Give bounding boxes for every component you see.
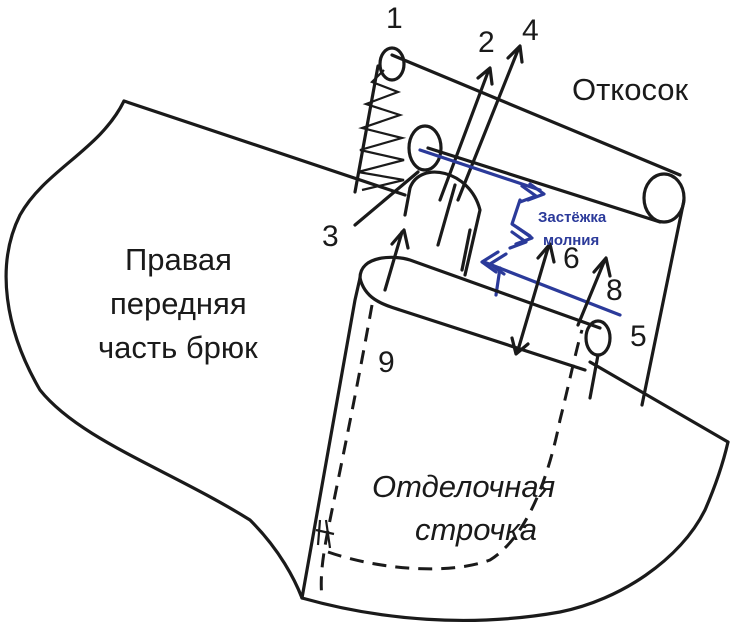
seam-ring-1 [378,46,406,82]
zipper-tape-lower [482,260,622,317]
arrow-9 [383,230,404,292]
decorative-stitch-curve [327,329,584,571]
zipper-arrow-head-2 [514,226,534,246]
label-3: 3 [322,220,339,253]
left-piece-outer [300,276,362,600]
label-zipper-1: Застёжка [538,209,607,226]
zipper-arrow-head-3 [480,250,500,274]
overlock-zigzag [357,69,407,192]
label-8: 8 [606,274,623,307]
arrow-2 [438,70,490,202]
facing-bottom-edge [426,146,662,224]
pointer-3 [353,170,420,227]
zipper-arrow-head-1b [518,184,538,204]
label-zipper-2: молния [543,232,599,249]
left-piece-right-line [588,353,600,400]
arrow-9-head [390,228,410,250]
arrow-6-head-top [536,242,556,264]
label-4: 4 [522,14,539,47]
zipper-arrow-head-2b [508,230,528,250]
left-piece-top [358,255,602,330]
facing-left-line [353,64,380,194]
arrow-6 [516,246,550,352]
label-front-3: часть брюк [98,330,258,365]
facing-fold-right [642,172,686,224]
label-1: 1 [386,2,403,35]
fly-left-edge [403,186,412,217]
zipper-tape-upper [418,148,542,192]
label-stitch-1: Отделочная [372,469,555,504]
bartack-mark [315,519,335,549]
label-front-2: передняя [110,286,247,321]
arrow-4-head [506,44,524,64]
fly-inner-line [436,183,457,247]
label-2: 2 [478,26,495,59]
label-9: 9 [378,346,395,379]
seam-ring-3 [407,124,443,172]
arrow-6-head-bottom [510,336,530,356]
label-stitch-2: строчка [415,512,537,547]
trouser-edge-right [588,360,730,444]
label-front-1: Правая [125,242,232,277]
arrow-8 [576,260,606,327]
left-piece-upper-curve [358,276,587,372]
arrow-4 [456,48,520,202]
facing-right-side [640,198,686,407]
facing-top-edge [390,53,682,177]
label-5: 5 [630,320,647,353]
label-facing: Откосок [572,72,689,107]
arrow-8-head [592,256,612,278]
trouser-front-panel [4,99,730,623]
left-piece-under-line [460,228,472,272]
label-6: 6 [563,242,580,275]
seam-ring-5 [584,319,612,357]
arrow-2-head [476,66,494,86]
